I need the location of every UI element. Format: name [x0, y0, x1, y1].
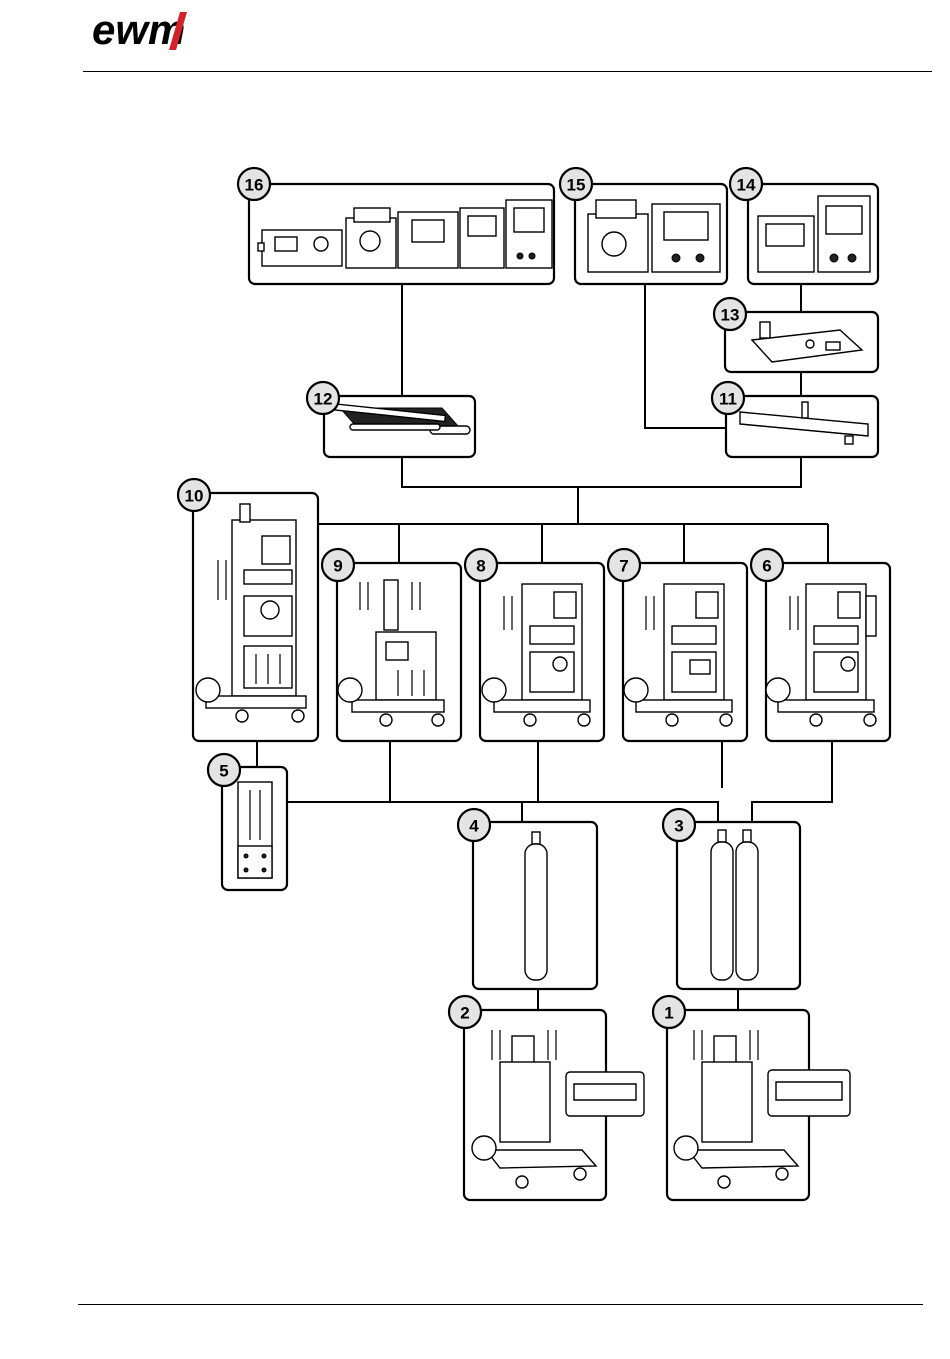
item-10-group: 10: [178, 479, 318, 741]
item-9-group: 9: [322, 549, 461, 741]
item-14-number: 14: [737, 176, 756, 195]
item-15-badge: 15: [560, 168, 592, 200]
item-5-number: 5: [219, 762, 228, 781]
item-16-badge: 16: [238, 168, 270, 200]
item-12-badge: 12: [307, 382, 339, 414]
gas-cylinder-icon: [525, 832, 547, 980]
item-8-group: 8: [465, 549, 604, 741]
item-6-group: 6: [751, 549, 890, 741]
item-10-badge: 10: [178, 479, 210, 511]
item-2-group: 2: [449, 996, 644, 1200]
item-12-number: 12: [314, 390, 333, 409]
item-2-number: 2: [460, 1004, 469, 1023]
item-7-number: 7: [619, 557, 628, 576]
item-16-number: 16: [245, 176, 264, 195]
item-11-group: 11: [712, 382, 878, 457]
item-14-group: 14: [730, 168, 878, 284]
item-16-group: 16: [238, 168, 554, 284]
item-13-number: 13: [721, 306, 740, 325]
item-9-number: 9: [333, 557, 342, 576]
item-4-group: 4: [458, 809, 597, 989]
item-15-number: 15: [567, 176, 586, 195]
item-8-number: 8: [476, 557, 485, 576]
item-4-number: 4: [469, 817, 479, 836]
wire-feeder-icon: [588, 200, 720, 272]
item-12-group: 12: [307, 382, 475, 457]
item-3-group: 3: [663, 809, 800, 989]
item-11-number: 11: [719, 390, 737, 409]
item-10-number: 10: [185, 487, 204, 506]
item-3-badge: 3: [663, 809, 695, 841]
item-1-badge: 1: [653, 996, 685, 1028]
item-5-badge: 5: [208, 754, 240, 786]
bracket-icon: [238, 782, 272, 878]
item-13-badge: 13: [714, 298, 746, 330]
item-5-group: 5: [208, 754, 287, 890]
item-6-badge: 6: [751, 549, 783, 581]
item-3-number: 3: [674, 817, 683, 836]
item-14-badge: 14: [730, 168, 762, 200]
item-1-number: 1: [664, 1004, 673, 1023]
item-7-badge: 7: [608, 549, 640, 581]
item-13-group: 13: [714, 298, 878, 372]
item-9-badge: 9: [322, 549, 354, 581]
item-7-group: 7: [608, 549, 747, 741]
item-2-badge: 2: [449, 996, 481, 1028]
item-11-badge: 11: [712, 382, 744, 414]
item-6-number: 6: [762, 557, 771, 576]
item-8-badge: 8: [465, 549, 497, 581]
item-1-group: 1: [653, 996, 850, 1200]
item-15-group: 15: [560, 168, 727, 284]
item-4-badge: 4: [458, 809, 490, 841]
